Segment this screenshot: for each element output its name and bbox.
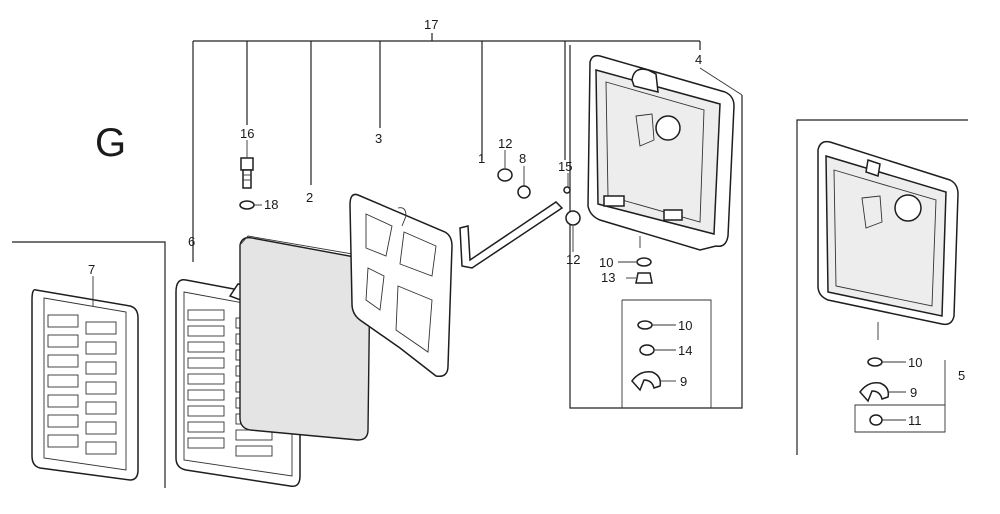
grommet-14 [639, 344, 655, 356]
callout-5: 5 [958, 368, 965, 383]
grommet-8 [517, 185, 531, 199]
washer-10-b [637, 320, 653, 330]
callout-18: 18 [264, 197, 278, 212]
callout-9-a: 9 [680, 374, 687, 389]
filter-element [239, 235, 371, 441]
section-letter: G [95, 121, 126, 165]
callout-14: 14 [678, 343, 692, 358]
nut-12-lower [565, 210, 581, 226]
callout-15: 15 [558, 159, 572, 174]
washer-18 [239, 200, 255, 210]
callout-10-a: 10 [599, 255, 613, 270]
clamp-9-b [859, 381, 890, 403]
clamp-9-a [631, 370, 662, 392]
callout-4: 4 [695, 52, 702, 67]
callout-10-b: 10 [678, 318, 692, 333]
washer-10-c [867, 357, 883, 367]
callout-10-c: 10 [908, 355, 922, 370]
hardware-box-4 [569, 45, 743, 409]
air-cleaner-case-alt [817, 140, 959, 340]
callout-12-upper: 12 [498, 136, 512, 151]
callout-12-lower: 12 [566, 252, 580, 267]
gasket-frame [349, 193, 453, 378]
callout-7: 7 [88, 262, 95, 277]
callout-1: 1 [478, 151, 485, 166]
clip-15 [563, 186, 571, 194]
washer-10-a [636, 257, 652, 267]
callout-16: 16 [240, 126, 254, 141]
right-panel [796, 119, 968, 455]
leader-lines [246, 67, 906, 421]
assembly-bracket-17 [192, 33, 701, 262]
nut-13 [635, 272, 653, 284]
callout-13: 13 [601, 270, 615, 285]
callout-9-b: 9 [910, 385, 917, 400]
cover-outer [31, 288, 139, 481]
breather-tube [459, 201, 564, 269]
nut-12-upper [497, 168, 513, 182]
left-panel [12, 241, 166, 488]
callout-2: 2 [306, 190, 313, 205]
air-cleaner-case [587, 54, 735, 251]
callout-11: 11 [908, 413, 922, 428]
callout-6: 6 [188, 234, 195, 249]
bolt-16 [240, 157, 254, 189]
callout-17: 17 [424, 17, 438, 32]
callout-8: 8 [519, 151, 526, 166]
callout-3: 3 [375, 131, 382, 146]
nut-11 [869, 414, 883, 426]
